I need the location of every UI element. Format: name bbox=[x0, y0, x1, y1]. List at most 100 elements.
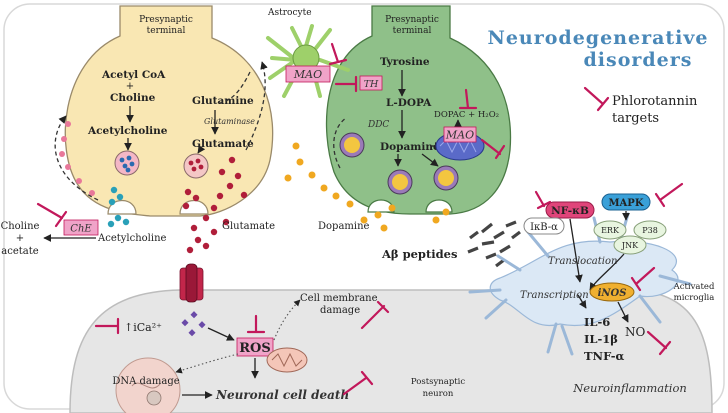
right-synaptic-bouton-cutout-1 bbox=[367, 199, 395, 213]
dna-damage-label: DNA damage bbox=[112, 376, 179, 387]
glutamine-label: Glutamine bbox=[192, 95, 254, 107]
arrow-inos-to-no bbox=[617, 301, 629, 323]
nmda-receptor bbox=[179, 263, 204, 303]
left-synaptic-bouton-cutout-1 bbox=[107, 199, 137, 215]
mao-label: MAO bbox=[445, 129, 474, 142]
left-terminal-header-line-2: terminal bbox=[147, 26, 186, 36]
calcium-ions bbox=[181, 311, 206, 337]
mao-inhibitor bbox=[480, 138, 506, 160]
left-terminal-header-line-1: Presynaptic bbox=[139, 15, 193, 25]
activated-microglia-label-1: Activated bbox=[673, 282, 715, 292]
activated-microglia-label-2: microglia bbox=[674, 293, 715, 303]
glutamate-vesicle bbox=[183, 153, 209, 179]
acetylcholine-label: Acetylcholine bbox=[87, 125, 168, 137]
p38-label: P38 bbox=[642, 226, 658, 235]
glutamate-label: Glutamate bbox=[192, 138, 254, 150]
che-box: ChE bbox=[63, 219, 99, 236]
astrocyte: Astrocyte MAO bbox=[266, 8, 350, 98]
che-inhibitor bbox=[36, 202, 68, 228]
right-terminal-labels: Presynaptic terminal Tyrosine TH L-DOPA … bbox=[334, 15, 499, 153]
mitochondrion-mao: MAO bbox=[435, 126, 506, 161]
mitochondrion bbox=[266, 347, 308, 373]
arrow-ros-to-membrane bbox=[273, 299, 301, 341]
choline-reuptake-dots bbox=[59, 121, 95, 196]
choline-out-label: Choline bbox=[1, 221, 40, 232]
cell-membrane-label-1: Cell membrane bbox=[300, 293, 378, 304]
dopamine-out-label: Dopamine bbox=[318, 221, 370, 232]
right-terminal-header-line-2: terminal bbox=[393, 26, 432, 36]
plus-out-label: + bbox=[16, 233, 24, 244]
right-terminal-header-line-1: Presynaptic bbox=[385, 15, 439, 25]
ddc-label: DDC bbox=[367, 120, 389, 130]
dopac-inhibitor bbox=[458, 88, 478, 110]
ikba-box: IκB-α bbox=[523, 217, 565, 235]
nucleus bbox=[115, 357, 181, 413]
il1b-label: IL-1β bbox=[584, 332, 618, 346]
ikba-label: IκB-α bbox=[530, 222, 558, 233]
neuroinflammation-label: Neuroinflammation bbox=[572, 381, 687, 395]
title-line-1: Neurodegenerative bbox=[487, 27, 708, 49]
cell-membrane-label-2: damage bbox=[320, 305, 360, 316]
dopamine-inner-label: Dopamine bbox=[380, 141, 440, 153]
nfkb-box: NF-κB bbox=[545, 201, 595, 219]
glutamate-out-label: Glutamate bbox=[222, 221, 275, 232]
death-inhibitor bbox=[342, 370, 374, 396]
astrocyte-mao-inhibitor bbox=[328, 42, 348, 66]
inos-box: iNOS bbox=[589, 282, 635, 302]
glutamate-astrocyte-arrow bbox=[245, 61, 268, 151]
neuronal-death-label: Neuronal cell death bbox=[215, 388, 349, 402]
astrocyte-label: Astrocyte bbox=[267, 8, 312, 18]
arrow-kinases-to-inos bbox=[589, 253, 625, 291]
arrow-calcium-to-ros bbox=[207, 327, 235, 341]
l-dopa-label: L-DOPA bbox=[386, 97, 432, 109]
dopamine-vesicles bbox=[339, 132, 459, 195]
glutaminase-label: Glutaminase bbox=[204, 117, 255, 126]
no-label: NO bbox=[625, 325, 646, 339]
erk-label: ERK bbox=[601, 226, 620, 235]
choline-label: Choline bbox=[110, 92, 156, 104]
th-label: TH bbox=[364, 79, 379, 90]
postsynaptic-label-1: Postsynaptic bbox=[411, 377, 466, 387]
legend-label-line-1: Phlorotannin bbox=[612, 94, 698, 109]
released-glutamate bbox=[182, 156, 248, 254]
released-dopamine bbox=[284, 142, 450, 232]
p38-box: P38 bbox=[633, 220, 667, 240]
arrow-nfkb-translocation bbox=[569, 218, 583, 283]
mapk-inhibitor bbox=[654, 182, 684, 208]
title: Neurodegenerative disorders bbox=[487, 27, 708, 71]
calcium-inhibitor bbox=[94, 317, 120, 335]
abeta-label: Aβ peptides bbox=[381, 247, 457, 261]
il6-label: IL-6 bbox=[584, 315, 610, 329]
acetylcholine-out-label: Acetylcholine bbox=[97, 233, 167, 244]
title-line-2: disorders bbox=[584, 49, 693, 71]
choline-reuptake-arrow bbox=[54, 115, 99, 201]
arrow-transcription bbox=[577, 294, 587, 309]
jnk-box: JNK bbox=[613, 235, 647, 255]
arrow-glutamate-to-vesicle bbox=[197, 144, 206, 154]
arrow-dopamine-to-vesicle-2 bbox=[421, 153, 439, 167]
nfkb-label: NF-κB bbox=[551, 205, 589, 217]
transcription-label: Transcription bbox=[520, 290, 589, 301]
mapk-label: MAPK bbox=[608, 198, 643, 209]
che-label: ChE bbox=[70, 224, 92, 235]
translocation-label: Translocation bbox=[548, 256, 617, 267]
released-acetylcholine bbox=[107, 186, 130, 228]
dopamine-reuptake-arrow bbox=[333, 117, 347, 169]
postsynaptic-labels: ↑iCa²⁺ ROS Cell membrane damage DNA dama… bbox=[94, 293, 466, 413]
acetyl-coa-label: Acetyl CoA bbox=[101, 69, 166, 81]
ros-label: ROS bbox=[239, 341, 271, 356]
left-terminal-labels: Presynaptic terminal Acetyl CoA + Cholin… bbox=[87, 15, 255, 150]
postsynaptic-label-2: neuron bbox=[423, 389, 454, 399]
inos-label: iNOS bbox=[598, 288, 627, 299]
legend: Phlorotannin targets bbox=[583, 86, 698, 126]
dopac-label: DOPAC + H₂O₂ bbox=[434, 110, 499, 120]
no-inhibitor bbox=[646, 330, 672, 356]
abeta-peptides bbox=[467, 220, 521, 268]
nfkb-inhibitor bbox=[534, 190, 552, 210]
inos-inhibitor bbox=[630, 266, 656, 292]
tnfa-label: TNF-α bbox=[584, 349, 624, 363]
th-inhibitor bbox=[334, 75, 358, 93]
ros-inhibitor bbox=[246, 314, 266, 334]
membrane-inhibitor bbox=[360, 300, 390, 330]
